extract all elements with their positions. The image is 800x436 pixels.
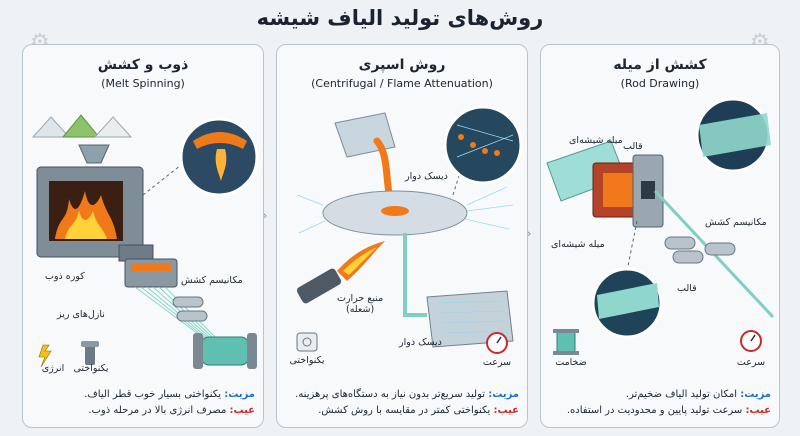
melt-spinning-illustration	[31, 114, 259, 369]
flow-arrow-icon: ›	[262, 208, 268, 224]
stopwatch-icon	[486, 332, 508, 354]
label-disk-top: دیسک دوار	[405, 171, 448, 182]
panel-spray: روش اسپری (Centrifugal / Flame Attenuati…	[276, 44, 528, 428]
spray-illustration	[296, 105, 523, 354]
spool-icon	[553, 329, 579, 355]
pro-line: مزیت: امکان تولید الیاف ضخیم‌تر.	[625, 389, 771, 400]
label-heat-source: منبع حرارت (شعله)	[337, 293, 384, 315]
icon-caption-thickness: ضخامت	[555, 357, 587, 368]
page-title: روش‌های تولید الیاف شیشه	[256, 6, 544, 30]
icon-caption-speed: سرعت	[736, 357, 766, 368]
panel-subtitle: (Centrifugal / Flame Attenuation)	[311, 77, 493, 90]
label-mold-top: قالب	[623, 141, 643, 152]
icon-caption-uniformity: یکنواختی	[289, 355, 325, 366]
pros-cons: مزیت: تولید سریع‌تر بدون نیاز به دستگاه‌…	[285, 387, 519, 419]
con-line: عیب: مصرف انرژی بالا در مرحله ذوب.	[88, 405, 255, 416]
label-mold-bottom: قالب	[677, 283, 697, 294]
panel-melt-spinning: ذوب و کشش (Melt Spinning)	[22, 44, 264, 428]
label-disk-bottom: دیسک دوار	[399, 337, 442, 348]
rod-drawing-illustration	[546, 97, 775, 355]
flow-arrow-icon: ›	[526, 226, 532, 242]
scale-icon	[296, 332, 318, 352]
panel-title: ذوب و کشش	[97, 57, 189, 73]
panel-rod-drawing: کشش از میله (Rod Drawing) میله شیشه	[540, 44, 780, 428]
pros-cons: مزیت: امکان تولید الیاف ضخیم‌تر. عیب: سر…	[549, 387, 771, 419]
label-drawing-mechanism: مکانیسم کشش	[705, 217, 767, 228]
energy-icon	[38, 344, 52, 368]
panel-subtitle: (Melt Spinning)	[101, 77, 185, 90]
stopwatch-icon	[740, 330, 762, 352]
icon-caption-uniformity: یکنواختی	[73, 363, 109, 374]
pros-cons: مزیت: یکنواختی بسیار خوب قطر الیاف. عیب:…	[31, 387, 255, 419]
label-furnace: کوره ذوب	[45, 271, 85, 282]
panel-title: کشش از میله	[613, 57, 707, 73]
panel-subtitle: (Rod Drawing)	[620, 77, 700, 90]
label-rod-top: میله شیشه‌ای	[569, 135, 623, 146]
icon-caption-speed: سرعت	[482, 357, 512, 368]
con-line: عیب: یکنواختی کمتر در مقایسه با روش کشش.	[318, 405, 519, 416]
uniformity-icon	[81, 341, 99, 365]
pro-line: مزیت: تولید سریع‌تر بدون نیاز به دستگاه‌…	[295, 389, 519, 400]
pro-line: مزیت: یکنواختی بسیار خوب قطر الیاف.	[84, 389, 255, 400]
panel-title: روش اسپری	[358, 57, 446, 73]
icon-caption-energy: انرژی	[41, 363, 65, 374]
label-rod-bottom: میله شیشه‌ای	[551, 239, 605, 250]
con-line: عیب: سرعت تولید پایین و محدودیت در استفا…	[566, 405, 771, 416]
label-drawing-mechanism: مکانیسم کشش	[181, 275, 243, 286]
label-nozzles: نازل‌های ریز	[57, 309, 105, 320]
